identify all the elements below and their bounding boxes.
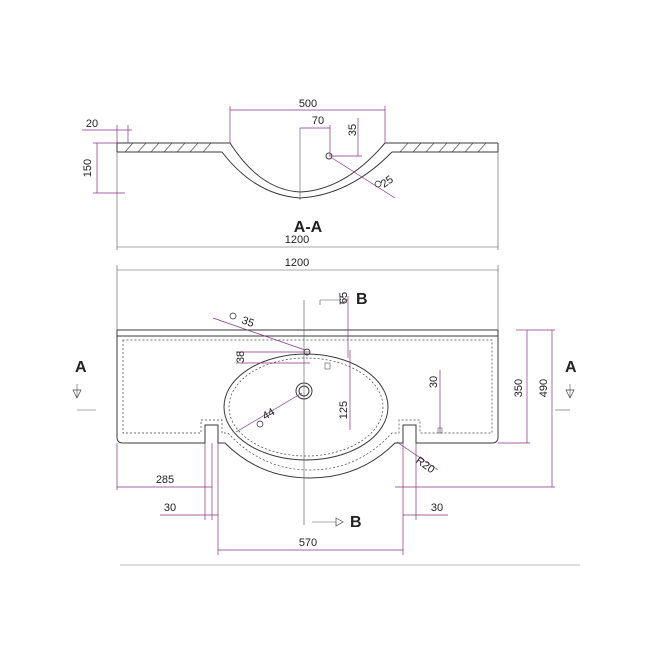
dim-faucet-to-bowl: 38 (235, 351, 247, 363)
section-arrow-b-top: B (319, 291, 368, 308)
dim-faucet-hole-dia: 35 (240, 315, 256, 330)
section-arrow-a-right: A (555, 359, 577, 411)
dim-section-total-width: 1200 (285, 234, 309, 246)
dim-left-notch: 30 (164, 502, 176, 514)
section-title: A-A (294, 219, 323, 236)
dim-inner-depth: 350 (513, 379, 525, 397)
dim-top-width: 500 (299, 98, 317, 110)
section-arrow-a-left: A (72, 359, 96, 411)
plan-view: 1200 35 65 38 44 (72, 257, 577, 555)
dim-wall-thickness: 20 (86, 118, 98, 130)
section-mark-a-left: A (75, 359, 87, 376)
dim-corner-radius: R20 (413, 455, 436, 476)
dim-drain-dia: 44 (261, 406, 278, 423)
dim-depth: 150 (82, 159, 94, 177)
hatch-right (399, 142, 487, 153)
dim-front-notch: 30 (428, 376, 440, 388)
dim-drain-from-back: 125 (338, 401, 350, 419)
hatch-left (124, 142, 212, 153)
dim-total-depth: 490 (538, 379, 550, 397)
dim-right-notch: 30 (431, 502, 443, 514)
section-mark-b-bottom: B (350, 514, 362, 531)
dim-bowl-width: 570 (299, 537, 317, 549)
section-arrow-b-bottom: B (312, 514, 362, 531)
dim-drain-width: 70 (312, 115, 324, 127)
dim-plan-total-width: 1200 (285, 257, 309, 269)
section-mark-b-top: B (356, 291, 368, 308)
dim-overflow-offset: 35 (347, 124, 359, 136)
dim-overflow-dia: 25 (379, 174, 396, 191)
section-mark-a-right: A (565, 359, 577, 376)
section-view: 500 70 35 25 20 150 A-A 1200 (82, 98, 499, 250)
dim-left-offset: 285 (156, 474, 174, 486)
